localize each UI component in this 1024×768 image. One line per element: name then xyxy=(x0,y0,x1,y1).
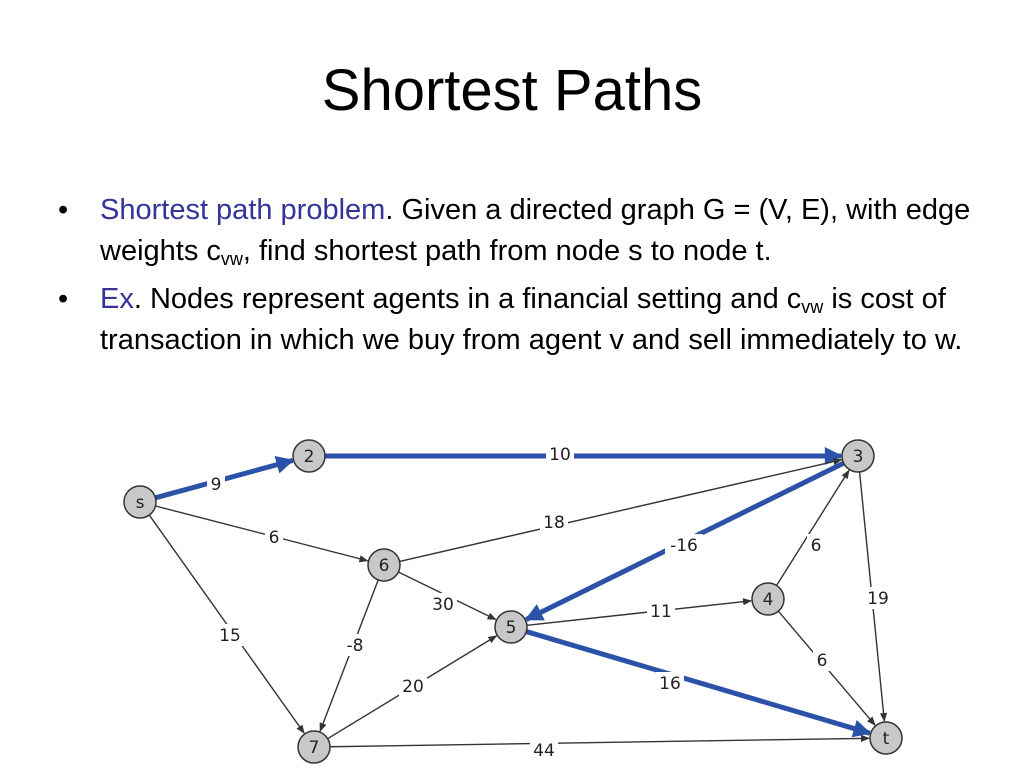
edge-weight-label: 6 xyxy=(269,528,280,548)
bullet-text: , find shortest path from node s to node… xyxy=(242,235,772,267)
bullet-term: Shortest path problem xyxy=(100,194,386,226)
edge-weight-label: 19 xyxy=(867,589,889,609)
bullet-dot: • xyxy=(58,283,69,315)
bullet-text: is cost of transaction in which we buy f… xyxy=(100,283,963,356)
edge-label-background xyxy=(429,593,457,615)
edge-6-3 xyxy=(399,458,843,563)
bullet-text: . Nodes represent agents in a financial … xyxy=(133,283,802,315)
edge-weight-label: 10 xyxy=(549,445,571,465)
edge-label-background xyxy=(647,600,675,622)
edge-label-background xyxy=(216,624,244,646)
edge-4-3 xyxy=(775,469,850,586)
edge-5-t xyxy=(525,629,872,738)
edge-weight-label: 44 xyxy=(533,741,555,761)
edge-5-4 xyxy=(526,598,752,626)
node-4 xyxy=(751,582,785,616)
node-label-t: t xyxy=(883,729,890,749)
edge-label-background xyxy=(807,534,825,556)
node-label-5: 5 xyxy=(506,618,517,638)
edge-label-background xyxy=(813,649,831,671)
node-label-s: s xyxy=(136,493,145,513)
edge-weight-label: 6 xyxy=(817,651,828,671)
edges-layer xyxy=(148,447,888,748)
edge-label-background xyxy=(399,675,427,697)
edge-7-t xyxy=(329,734,870,748)
bullet-list: • Shortest path problem. Given a directe… xyxy=(58,190,988,368)
node-label-2: 2 xyxy=(304,447,315,467)
edge-label-background xyxy=(265,526,283,548)
edge-label-background xyxy=(665,534,703,556)
bullet-dot: • xyxy=(58,194,69,226)
edge-weight-label: 6 xyxy=(811,536,822,556)
edge-label-background xyxy=(864,587,892,609)
subscript: vw xyxy=(220,249,243,269)
edge-weight-label: 11 xyxy=(650,602,672,622)
edge-weight-label: 20 xyxy=(402,677,424,697)
edge-weight-label: -8 xyxy=(347,636,364,656)
node-5 xyxy=(494,610,528,644)
node-6 xyxy=(367,548,401,582)
edge-label-background xyxy=(656,672,684,694)
bullet-text: . Given a directed graph G = (V, E), wit… xyxy=(100,194,971,267)
edge-weight-label: 9 xyxy=(211,475,222,495)
bullet-item: • Shortest path problem. Given a directe… xyxy=(58,190,988,272)
edge-weight-label: -16 xyxy=(670,536,698,556)
node-2 xyxy=(292,439,326,473)
edge-labels-layer: 9 10 6 15 18 30 -8 -16 19 6 11 6 16 20 44 xyxy=(207,443,892,761)
edge-label-background xyxy=(207,473,225,495)
edge-weight-label: 30 xyxy=(432,595,454,615)
node-t xyxy=(869,721,903,755)
node-3 xyxy=(841,439,875,473)
slide-title: Shortest Paths xyxy=(321,58,703,123)
node-7 xyxy=(297,730,331,764)
edge-weight-label: 15 xyxy=(219,626,241,646)
edge-label-background xyxy=(341,634,369,656)
subscript: vw xyxy=(801,297,824,317)
edge-weight-label: 18 xyxy=(543,513,565,533)
edge-label-background xyxy=(530,739,558,761)
bullet-term: Ex xyxy=(100,283,134,315)
edge-s-6 xyxy=(155,505,369,563)
node-label-7: 7 xyxy=(309,738,320,758)
edge-label-background xyxy=(540,511,568,533)
edge-label-background xyxy=(546,443,574,465)
node-label-4: 4 xyxy=(763,590,774,610)
node-label-6: 6 xyxy=(379,556,390,576)
edge-weight-label: 16 xyxy=(659,674,681,694)
bullet-item: • Ex. Nodes represent agents in a financ… xyxy=(58,279,988,361)
nodes-layer: s 2 3 4 5 6 7 t xyxy=(123,439,903,764)
node-label-3: 3 xyxy=(853,447,864,467)
node-s xyxy=(123,485,157,519)
